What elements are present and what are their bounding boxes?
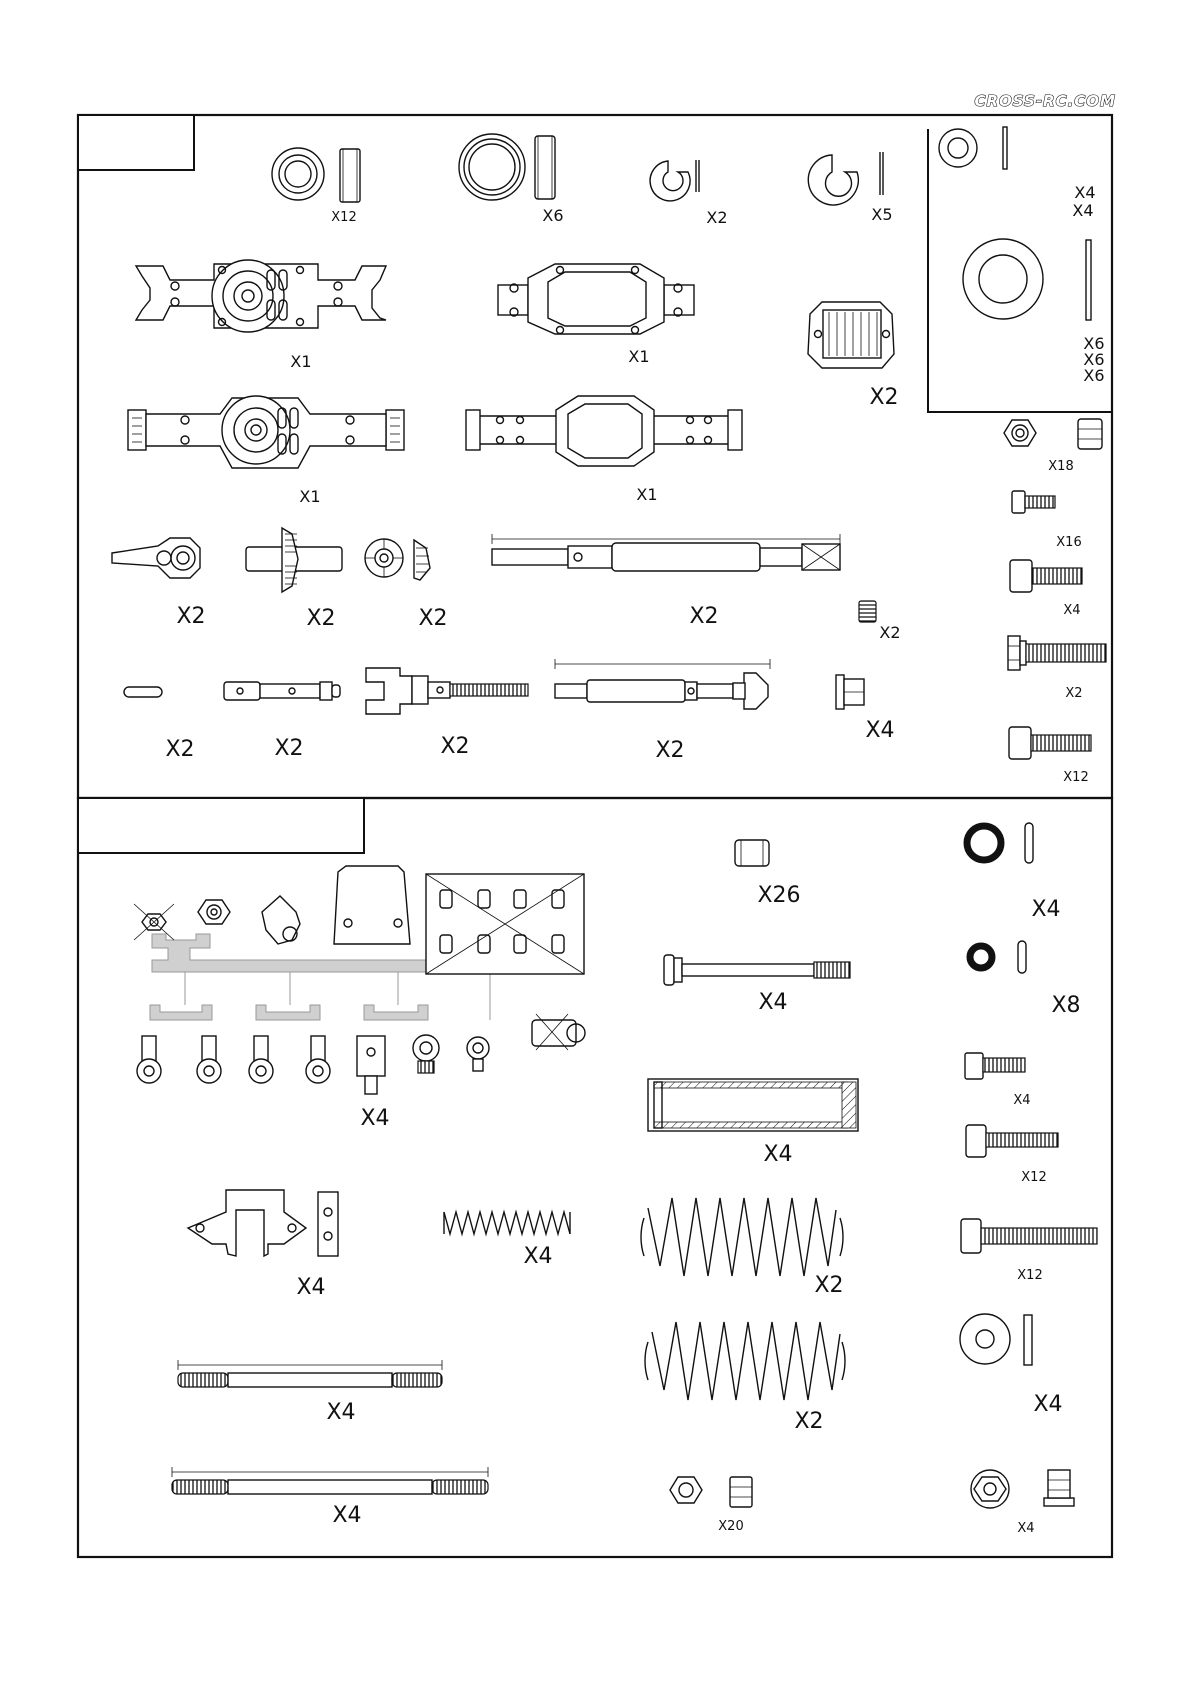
part-qty: X2 [879, 623, 900, 642]
part-qty: X2 [869, 385, 898, 410]
part-qty: X5 [871, 205, 892, 224]
rod-end-tree-icon [134, 866, 585, 1094]
part-qty: X1 [299, 487, 320, 506]
part-qty: X12 [331, 210, 356, 225]
part-qty: X12 [1021, 1170, 1046, 1185]
part-qty: X2 [418, 606, 447, 631]
part-qty: X8 [1051, 993, 1080, 1018]
shock-mount-icon [188, 1190, 338, 1256]
washer-icon [960, 1314, 1032, 1365]
link-rod-1-icon [178, 1360, 442, 1387]
part-qty: X1 [290, 352, 311, 371]
differential-icon [365, 539, 430, 580]
cap-screw-long-icon [1009, 727, 1091, 759]
input-shaft-icon [224, 682, 340, 700]
screw-short-2-icon [965, 1053, 1025, 1079]
part-qty: X1 [628, 347, 649, 366]
part-qty: X26 [757, 883, 800, 908]
part-qty: X4 [326, 1400, 355, 1425]
screw-medium-2-icon [966, 1125, 1058, 1157]
shock-shaft-icon [664, 955, 850, 985]
part-qty: X2 [274, 736, 303, 761]
diff-cover-icon [808, 302, 894, 368]
lock-nut-icon [1004, 419, 1102, 449]
part-qty: X4 [1063, 603, 1080, 618]
part-qty: X2 [689, 604, 718, 629]
part-qty: X4 [865, 718, 894, 743]
small-spring-icon [444, 1212, 570, 1234]
part-qty: X16 [1056, 535, 1081, 550]
part-qty: X4 [1033, 1392, 1062, 1417]
bag-a-label-box [78, 115, 194, 170]
part-qty: X2 [706, 208, 727, 227]
bushing-icon [836, 675, 864, 709]
part-qty: X1 [636, 485, 657, 504]
shim-icon [939, 127, 1091, 320]
part-qty: X20 [718, 1519, 743, 1534]
long-axle-shaft-icon [492, 534, 840, 571]
part-qty: X4 [1017, 1521, 1034, 1536]
part-qty: X4 [360, 1106, 389, 1131]
part-qty: X4 [1074, 183, 1095, 202]
screw-short-icon [1012, 491, 1055, 513]
part-qty: X2 [1065, 686, 1082, 701]
part-qty: X2 [176, 604, 205, 629]
flange-nut-icon [971, 1470, 1074, 1508]
cap-screw-medium-icon [1010, 560, 1082, 592]
set-screw-icon [859, 601, 876, 622]
rear-axle-cover-icon [466, 396, 742, 466]
part-qty: X4 [1031, 897, 1060, 922]
bearing-icon [272, 148, 360, 202]
link-rod-2-icon [172, 1467, 488, 1494]
large-bearing-icon [459, 134, 555, 200]
screw-long-2-icon [961, 1219, 1097, 1253]
spring-2-icon [645, 1322, 845, 1400]
pin-icon [124, 687, 162, 697]
bag-a-panel: X12 X6 X2 X5 X4 X4 X6 X6 X6 [78, 115, 1112, 798]
nut-icon [670, 1477, 752, 1507]
part-qty: X12 [1017, 1268, 1042, 1283]
part-qty: X2 [440, 734, 469, 759]
part-qty: X2 [165, 737, 194, 762]
part-qty: X6 [1083, 366, 1104, 385]
brand-logo: CROSS-RC.COM [974, 92, 1116, 110]
small-e-clip-icon [650, 160, 699, 201]
part-qty: X4 [296, 1275, 325, 1300]
part-qty: X18 [1048, 459, 1073, 474]
pinion-gear-shaft-icon [246, 528, 342, 592]
rear-axle-housing-icon [128, 396, 404, 468]
shock-o-ring-icon [967, 823, 1033, 863]
part-qty: X2 [306, 606, 335, 631]
part-qty: X4 [523, 1244, 552, 1269]
front-axle-shaft-icon [555, 659, 770, 709]
spring-1-icon [641, 1198, 843, 1276]
part-qty: X4 [332, 1503, 361, 1528]
front-axle-housing-icon [136, 260, 386, 332]
bag-b-panel: X4 X26 X4 X4 X8 [78, 798, 1112, 1557]
part-qty: X6 [542, 206, 563, 225]
part-qty: X4 [763, 1142, 792, 1167]
link-ball-icon [735, 840, 769, 866]
hex-bolt-long-icon [1008, 636, 1106, 670]
steering-knuckle-icon [112, 538, 200, 578]
shock-body-icon [648, 1079, 858, 1131]
part-qty: X2 [655, 738, 684, 763]
large-e-clip-icon [808, 152, 883, 205]
cvd-axle-icon [366, 668, 528, 714]
part-qty: X4 [1013, 1093, 1030, 1108]
front-axle-cover-icon [498, 264, 694, 334]
part-qty: X4 [758, 990, 787, 1015]
part-qty: X2 [814, 1273, 843, 1298]
part-qty: X4 [1072, 201, 1093, 220]
part-qty: X2 [794, 1409, 823, 1434]
part-qty: X12 [1063, 770, 1088, 785]
bag-b-label-box [78, 798, 364, 853]
shock-seal-icon [970, 941, 1026, 973]
